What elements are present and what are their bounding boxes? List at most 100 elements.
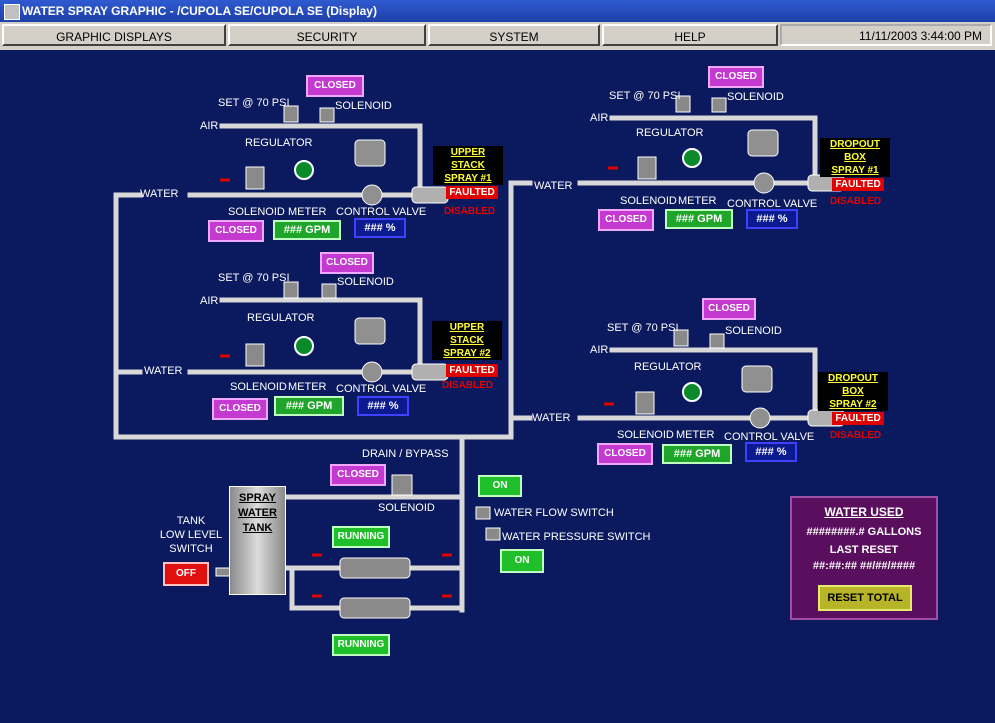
reset-total-button[interactable]: RESET TOTAL bbox=[818, 585, 912, 611]
window-title: WATER SPRAY GRAPHIC - /CUPOLA SE/CUPOLA … bbox=[22, 4, 377, 18]
spray1-control-valve-label: CONTROL VALVE bbox=[336, 206, 427, 218]
spray3-solenoid-label: SOLENOID bbox=[620, 195, 677, 207]
spray4-title-line1: DROPOUT BOX bbox=[828, 373, 878, 397]
water-used-title: WATER USED bbox=[824, 505, 904, 519]
spray2-air-solenoid-label: SOLENOID bbox=[337, 276, 394, 288]
spray1-disabled: DISABLED bbox=[444, 206, 496, 217]
spray4-set-label: SET @ 70 PSI bbox=[607, 322, 679, 334]
drain-solenoid-label: SOLENOID bbox=[378, 502, 435, 514]
spray-water-tank: SPRAY WATER TANK bbox=[229, 486, 286, 595]
menu-graphic-displays[interactable]: GRAPHIC DISPLAYS bbox=[2, 24, 226, 46]
tank-low-level-line3: SWITCH bbox=[169, 543, 213, 555]
spray3-gpm: ### GPM bbox=[665, 209, 733, 229]
spray2-air-label: AIR bbox=[200, 295, 219, 307]
datetime-display: 11/11/2003 3:44:00 PM bbox=[780, 24, 992, 46]
spray3-title: DROPOUT BOX SPRAY #1 bbox=[820, 138, 890, 177]
spray1-air-status[interactable]: CLOSED bbox=[306, 75, 364, 97]
spray3-regulator-label: REGULATOR bbox=[636, 127, 704, 139]
tank-low-level-label: TANK LOW LEVEL SWITCH bbox=[156, 514, 226, 556]
spray3-water-status[interactable]: CLOSED bbox=[598, 209, 654, 231]
spray2-disabled: DISABLED bbox=[442, 380, 494, 391]
spray4-meter-label: METER bbox=[676, 429, 715, 441]
water-used-reset-time: ##:##:## ##/##/#### bbox=[812, 560, 916, 572]
spray4-faulted: FAULTED bbox=[832, 412, 884, 425]
spray3-air-status[interactable]: CLOSED bbox=[708, 66, 764, 88]
water-flow-switch-status[interactable]: ON bbox=[478, 475, 522, 497]
tank-label-3: TANK bbox=[242, 522, 273, 534]
spray4-water-status[interactable]: CLOSED bbox=[597, 443, 653, 465]
menu-system[interactable]: SYSTEM bbox=[428, 24, 600, 46]
spray1-faulted: FAULTED bbox=[446, 186, 498, 199]
spray1-solenoid-label: SOLENOID bbox=[228, 206, 285, 218]
spray4-title: DROPOUT BOX SPRAY #2 bbox=[818, 372, 888, 411]
spray1-water-status[interactable]: CLOSED bbox=[208, 220, 264, 242]
spray1-water-label: WATER bbox=[140, 188, 179, 200]
drain-bypass-status[interactable]: CLOSED bbox=[330, 464, 386, 486]
spray3-disabled: DISABLED bbox=[830, 196, 882, 207]
spray3-set-label: SET @ 70 PSI bbox=[609, 90, 681, 102]
spray2-air-status[interactable]: CLOSED bbox=[320, 252, 374, 274]
tank-label-1: SPRAY bbox=[239, 492, 276, 504]
spray2-meter-label: METER bbox=[288, 381, 327, 393]
tank-label-2: WATER bbox=[238, 507, 277, 519]
tank-low-level-line2: LOW LEVEL bbox=[159, 529, 223, 541]
spray3-air-label: AIR bbox=[590, 112, 609, 124]
menu-help[interactable]: HELP bbox=[602, 24, 778, 46]
spray1-air-label: AIR bbox=[200, 120, 219, 132]
spray4-title-line2: SPRAY #2 bbox=[829, 399, 877, 410]
water-used-panel: WATER USED ########.# GALLONS LAST RESET… bbox=[790, 496, 938, 620]
spray3-valve-pct: ### % bbox=[746, 209, 798, 229]
spray1-regulator-label: REGULATOR bbox=[245, 137, 313, 149]
pump2-status[interactable]: RUNNING bbox=[332, 634, 390, 656]
spray3-air-solenoid-label: SOLENOID bbox=[727, 91, 784, 103]
drain-bypass-label: DRAIN / BYPASS bbox=[362, 448, 449, 460]
spray2-faulted: FAULTED bbox=[446, 364, 498, 377]
spray4-water-label: WATER bbox=[532, 412, 571, 424]
tank-low-level-line1: TANK bbox=[176, 515, 206, 527]
process-canvas: CLOSED SET @ 70 PSI SOLENOID AIR REGULAT… bbox=[0, 50, 995, 723]
spray4-gpm: ### GPM bbox=[662, 444, 732, 464]
water-used-gallons: ########.# GALLONS bbox=[806, 526, 922, 538]
spray4-disabled: DISABLED bbox=[830, 430, 882, 441]
spray3-control-valve-label: CONTROL VALVE bbox=[727, 198, 818, 210]
spray2-solenoid-label: SOLENOID bbox=[230, 381, 287, 393]
spray1-meter-label: METER bbox=[288, 206, 327, 218]
water-pressure-switch-label: WATER PRESSURE SWITCH bbox=[502, 531, 651, 543]
spray3-faulted: FAULTED bbox=[832, 178, 884, 191]
spray1-set-label: SET @ 70 PSI bbox=[218, 97, 290, 109]
spray1-valve-pct: ### % bbox=[354, 218, 406, 238]
spray2-water-label: WATER bbox=[144, 365, 183, 377]
spray2-title: UPPER STACK SPRAY #2 bbox=[432, 321, 502, 360]
spray3-title-line1: DROPOUT BOX bbox=[830, 139, 880, 163]
spray3-title-line2: SPRAY #1 bbox=[831, 165, 879, 176]
spray4-regulator-label: REGULATOR bbox=[634, 361, 702, 373]
window-titlebar: WATER SPRAY GRAPHIC - /CUPOLA SE/CUPOLA … bbox=[0, 0, 995, 22]
spray1-air-solenoid-label: SOLENOID bbox=[335, 100, 392, 112]
spray2-water-status[interactable]: CLOSED bbox=[212, 398, 268, 420]
app-icon bbox=[4, 4, 20, 20]
spray2-set-label: SET @ 70 PSI bbox=[218, 272, 290, 284]
spray4-air-status[interactable]: CLOSED bbox=[702, 298, 756, 320]
spray2-regulator-label: REGULATOR bbox=[247, 312, 315, 324]
spray2-title-line1: UPPER STACK bbox=[449, 322, 485, 346]
water-pressure-switch-status[interactable]: ON bbox=[500, 549, 544, 573]
water-used-last-reset-label: LAST RESET bbox=[829, 544, 899, 556]
spray1-title-line2: SPRAY #1 bbox=[444, 173, 492, 184]
menu-security[interactable]: SECURITY bbox=[228, 24, 426, 46]
piping-diagram bbox=[113, 95, 845, 619]
pump1-status[interactable]: RUNNING bbox=[332, 526, 390, 548]
spray4-solenoid-label: SOLENOID bbox=[617, 429, 674, 441]
spray4-valve-pct: ### % bbox=[745, 442, 797, 462]
spray2-gpm: ### GPM bbox=[274, 396, 344, 416]
spray4-control-valve-label: CONTROL VALVE bbox=[724, 431, 815, 443]
spray2-valve-pct: ### % bbox=[357, 396, 409, 416]
spray4-air-solenoid-label: SOLENOID bbox=[725, 325, 782, 337]
spray1-title-line1: UPPER STACK bbox=[450, 147, 486, 171]
spray3-water-label: WATER bbox=[534, 180, 573, 192]
spray3-meter-label: METER bbox=[678, 195, 717, 207]
spray1-title: UPPER STACK SPRAY #1 bbox=[433, 146, 503, 185]
spray1-gpm: ### GPM bbox=[273, 220, 341, 240]
spray2-title-line2: SPRAY #2 bbox=[443, 348, 491, 359]
menu-bar: GRAPHIC DISPLAYS SECURITY SYSTEM HELP 11… bbox=[0, 22, 995, 50]
tank-low-level-status[interactable]: OFF bbox=[163, 562, 209, 586]
